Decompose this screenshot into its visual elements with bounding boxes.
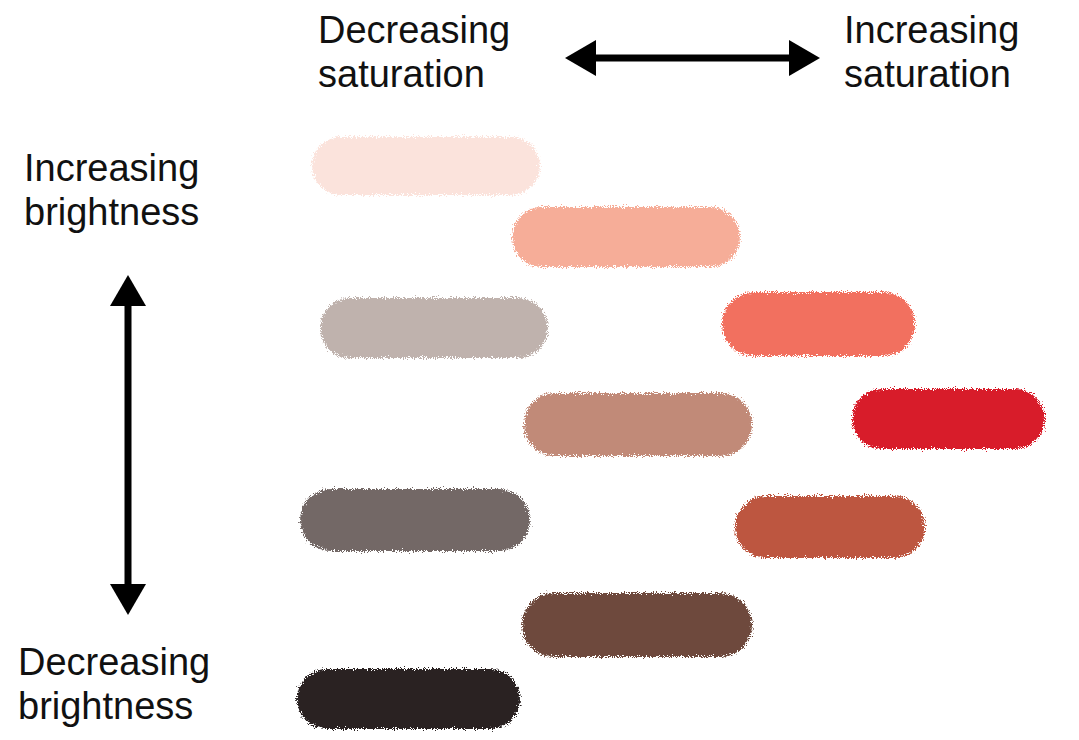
color-swatch [735,496,925,558]
swatch-group [297,137,1045,729]
arrow-head [789,40,820,76]
arrow-shaft [590,55,795,62]
color-swatch [312,137,540,195]
color-swatch [300,489,530,551]
color-swatch [524,393,752,456]
arrow-head [565,40,596,76]
arrow-head [110,275,146,306]
brightness-arrow [110,275,146,615]
saturation-arrow [565,40,820,76]
axis-label: Increasing brightness [24,146,254,234]
axis-label: Decreasing saturation [318,8,548,96]
color-swatch [297,669,520,729]
color-swatch [722,292,915,356]
arrow-head [110,584,146,615]
axis-label: Decreasing brightness [18,640,248,728]
color-swatch [522,593,752,657]
arrow-shaft [125,300,132,590]
color-swatch [320,298,548,358]
color-swatch [852,389,1045,449]
color-swatch [512,207,740,267]
axis-label: Increasing saturation [844,8,1074,96]
